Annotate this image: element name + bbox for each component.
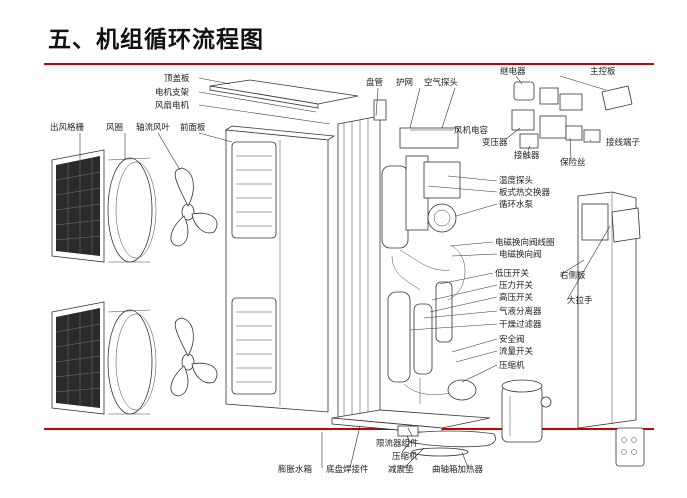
label-high-pressure-switch: 高压开关: [499, 292, 534, 303]
label-guard-net: 护网: [396, 77, 413, 88]
axial-fan-blade-lower: [170, 317, 218, 397]
label-crankcase-heater: 曲轴箱加热器: [432, 464, 484, 475]
label-fuse: 保险丝: [560, 157, 586, 168]
label-air-probe: 空气探头: [424, 77, 459, 88]
label-low-pressure-switch: 低压开关: [495, 268, 530, 279]
label-flow-switch: 流量开关: [499, 346, 534, 357]
fan-ring-upper: [107, 157, 157, 263]
title-divider: [44, 63, 654, 65]
right-side-panel-part: [577, 191, 645, 467]
top-cover: [209, 79, 359, 109]
outlet-grille-lower: [51, 301, 105, 415]
label-fan-ring: 风圈: [106, 123, 123, 133]
label-fan-capacitor: 风机电容: [454, 125, 489, 136]
label-relay: 继电器: [500, 66, 526, 77]
label-gas-liquid-separator: 气液分离器: [499, 306, 542, 317]
label-plate-heat-exchanger: 板式热交换器: [499, 187, 551, 198]
label-front-panel: 前面板: [180, 122, 206, 133]
label-solenoid-valve-coil: 电磁换向阀线圈: [495, 237, 555, 248]
label-shock-pad: 减震垫: [388, 464, 414, 475]
label-expansion-tank: 膨胀水箱: [278, 464, 313, 475]
fan-ring-lower: [107, 309, 157, 415]
label-temperature-probe: 温度探头: [499, 175, 534, 186]
label-terminal-block: 接线端子: [606, 137, 641, 148]
bottom-divider: [44, 428, 654, 430]
label-solenoid-valve: 电磁换向阀: [499, 249, 542, 260]
internal-assembly: [381, 127, 477, 404]
label-contactor: 接触器: [514, 150, 540, 161]
label-fan-motor: 风扇电机: [155, 100, 190, 111]
label-dry-filter: 干燥过滤器: [499, 319, 542, 330]
page-title: 五、机组循环流程图: [48, 27, 264, 53]
label-pressure-switch: 压力开关: [499, 280, 534, 291]
label-main-control-board: 主控板: [590, 66, 616, 77]
compressor-unit: [501, 379, 552, 443]
electrical-components: [511, 81, 633, 149]
label-motor-bracket: 电机支架: [155, 87, 190, 98]
label-throttle-assembly: 限流器组件: [376, 438, 419, 449]
label-coil: 盘管: [366, 77, 383, 88]
label-compressor: 压缩机: [499, 360, 525, 371]
leader-lines: [79, 75, 611, 469]
label-outlet-grille: 出风格栅: [50, 122, 85, 133]
label-right-side-panel: 右侧板: [560, 270, 586, 281]
label-circulating-pump: 循环水泵: [499, 199, 534, 210]
label-axial-fan-blade: 轴流风叶: [136, 122, 171, 133]
callout-labels: 顶盖板 电机支架 风扇电机 出风格栅 风圈 轴流风叶 前面板 盘管 护网 空气探…: [50, 66, 641, 475]
label-safety-valve: 安全阀: [499, 334, 525, 345]
coil: [337, 99, 387, 421]
outlet-grille-upper: [51, 149, 105, 263]
front-panel: [224, 125, 336, 413]
label-handle: 大拉手: [567, 295, 593, 306]
label-transformer: 变压器: [482, 137, 508, 148]
label-top-cover: 顶盖板: [164, 73, 190, 84]
axial-fan-blade-upper: [170, 167, 218, 247]
label-chassis-assembly: 底盘焊接件: [326, 464, 369, 475]
label-compressor-bottom: 压缩机: [392, 451, 418, 462]
bottom-parts: [397, 425, 496, 457]
